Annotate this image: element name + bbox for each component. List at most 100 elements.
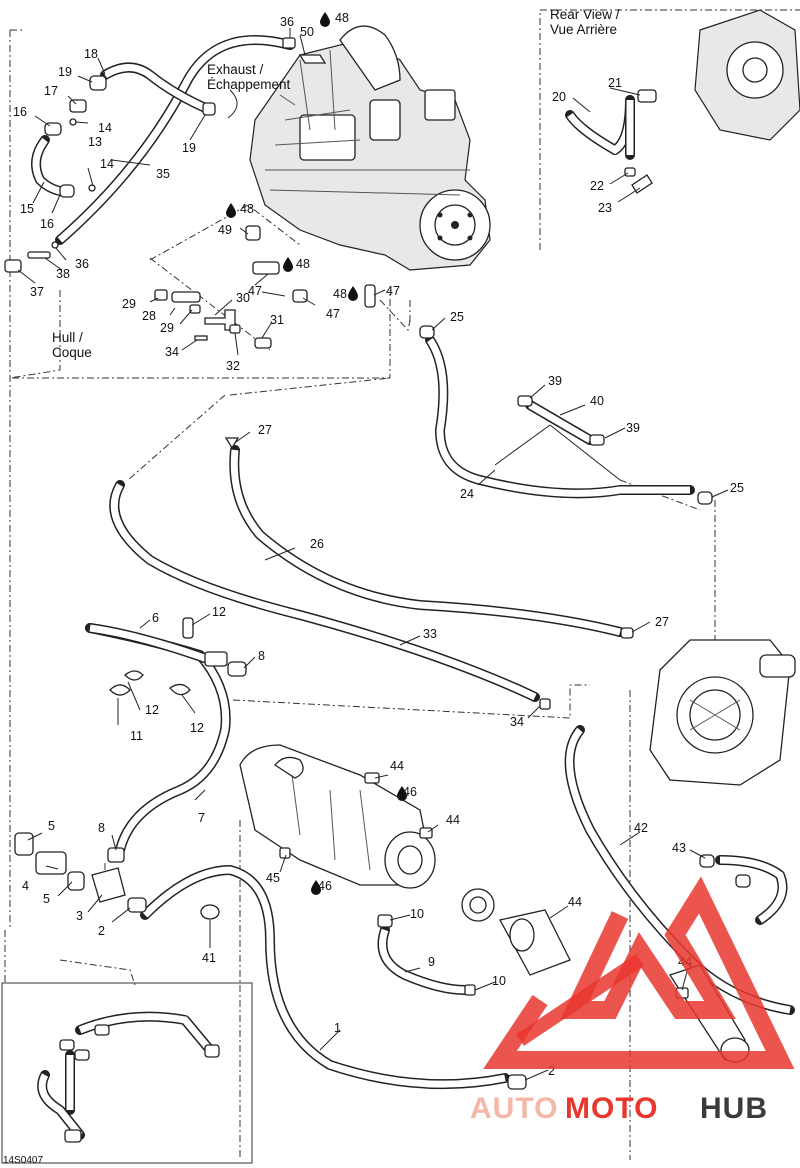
callout-c28: 28 xyxy=(142,309,156,323)
callout-numbers: 1223455678891010111212121314141516161718… xyxy=(13,11,744,1078)
callout-c8a: 8 xyxy=(258,649,265,663)
fitting-38 xyxy=(27,251,51,259)
exhaust-label-en: Exhaust / xyxy=(207,62,264,77)
watermark-logo: AUTO MOTO HUB xyxy=(470,876,795,1125)
callout-c33: 33 xyxy=(423,627,437,641)
callout-c48b: 48 xyxy=(240,202,254,216)
callout-c36a: 36 xyxy=(280,15,294,29)
callout-c14a: 14 xyxy=(98,121,112,135)
callout-c22: 22 xyxy=(590,179,604,193)
exhaust-label-fr: Échappement xyxy=(207,77,291,92)
callout-c47c: 47 xyxy=(386,284,400,298)
callout-c48c: 48 xyxy=(296,257,310,271)
callout-c16a: 16 xyxy=(13,105,27,119)
callout-c39a: 39 xyxy=(548,374,562,388)
callout-c23: 23 xyxy=(598,201,612,215)
watermark-text-auto: AUTO xyxy=(470,1092,558,1125)
fitting-3 xyxy=(91,867,126,903)
callout-c18: 18 xyxy=(84,47,98,61)
callout-c21: 21 xyxy=(608,76,622,90)
callout-c6: 6 xyxy=(152,611,159,625)
callout-c31: 31 xyxy=(270,313,284,327)
callout-c29a: 29 xyxy=(122,297,136,311)
callout-c11: 11 xyxy=(130,729,143,743)
rear-view-inset xyxy=(565,9,800,203)
callout-c5a: 5 xyxy=(48,819,55,833)
callout-c13: 13 xyxy=(88,135,102,149)
callout-c44b: 44 xyxy=(446,813,460,827)
callout-c26: 26 xyxy=(310,537,324,551)
rear-view-label-fr: Vue Arrière xyxy=(550,22,617,37)
callout-c5b: 5 xyxy=(43,892,50,906)
drop-icon xyxy=(320,12,330,27)
drop-icon xyxy=(226,203,236,218)
drop-icon xyxy=(348,286,358,301)
callout-c1: 1 xyxy=(334,1021,341,1035)
callout-c50: 50 xyxy=(300,25,314,39)
callout-c48d: 48 xyxy=(333,287,347,301)
callout-c47b: 47 xyxy=(326,307,340,321)
callout-c16b: 16 xyxy=(40,217,54,231)
exhaust-manifold xyxy=(339,25,401,91)
callout-c48a: 48 xyxy=(335,11,349,25)
callout-c29b: 29 xyxy=(160,321,174,335)
callout-c42: 42 xyxy=(634,821,648,835)
callout-c15: 15 xyxy=(20,202,34,216)
washer-22 xyxy=(624,167,636,177)
leader-lines xyxy=(17,28,729,1081)
hose-clamp-16 xyxy=(44,122,62,136)
callout-c43: 43 xyxy=(672,841,686,855)
callout-c19a: 19 xyxy=(58,65,72,79)
rear-view-label-en: Rear View / xyxy=(550,7,620,22)
callout-c8b: 8 xyxy=(98,821,105,835)
callout-c46b: 46 xyxy=(318,879,332,893)
watermark-text-hub: HUB xyxy=(700,1092,768,1125)
callout-c34a: 34 xyxy=(165,345,179,359)
dash-rear-view-box xyxy=(539,9,800,250)
drop-icon xyxy=(311,880,321,895)
callout-c25b: 25 xyxy=(730,481,744,495)
callout-c41: 41 xyxy=(202,951,216,965)
callout-c19b: 19 xyxy=(182,141,196,155)
drop-icon xyxy=(283,257,293,272)
callout-c46a: 46 xyxy=(403,785,417,799)
callout-c25a: 25 xyxy=(450,310,464,324)
callout-c17: 17 xyxy=(44,84,58,98)
callout-c44c: 44 xyxy=(568,895,582,909)
fitting-37 xyxy=(4,259,22,273)
callout-c47a: 47 xyxy=(248,284,262,298)
callout-c10b: 10 xyxy=(492,974,506,988)
callout-c3: 3 xyxy=(76,909,83,923)
callout-c30: 30 xyxy=(236,291,250,305)
callout-c12b: 12 xyxy=(145,703,159,717)
sealant-drop-icons xyxy=(226,12,407,895)
callout-c14b: 14 xyxy=(100,157,114,171)
callout-c27b: 27 xyxy=(655,615,669,629)
callout-c49: 49 xyxy=(218,223,232,237)
hose-clamp-19 xyxy=(89,75,107,91)
callout-c12c: 12 xyxy=(190,721,204,735)
drop-icon xyxy=(397,786,407,801)
fitting-23 xyxy=(631,174,653,194)
callout-c38: 38 xyxy=(56,267,70,281)
callout-c2b: 2 xyxy=(548,1064,555,1078)
hoses xyxy=(31,35,795,1140)
callout-c39b: 39 xyxy=(626,421,640,435)
callout-c34b: 34 xyxy=(510,715,524,729)
callout-c37: 37 xyxy=(30,285,44,299)
callout-c20: 20 xyxy=(552,90,566,104)
hull-label-en: Hull / xyxy=(52,330,83,345)
callout-c45: 45 xyxy=(266,871,280,885)
diagram-code: 14S0407 xyxy=(3,1155,43,1166)
callout-c32: 32 xyxy=(226,359,240,373)
callout-c10a: 10 xyxy=(410,907,424,921)
callout-c7: 7 xyxy=(198,811,205,825)
inset-box-bottom-left xyxy=(1,982,253,1164)
callout-c12a: 12 xyxy=(212,605,226,619)
callout-c40: 40 xyxy=(590,394,604,408)
callout-c24: 24 xyxy=(460,487,474,501)
callout-c2a: 2 xyxy=(98,924,105,938)
callout-c27a: 27 xyxy=(258,423,272,437)
